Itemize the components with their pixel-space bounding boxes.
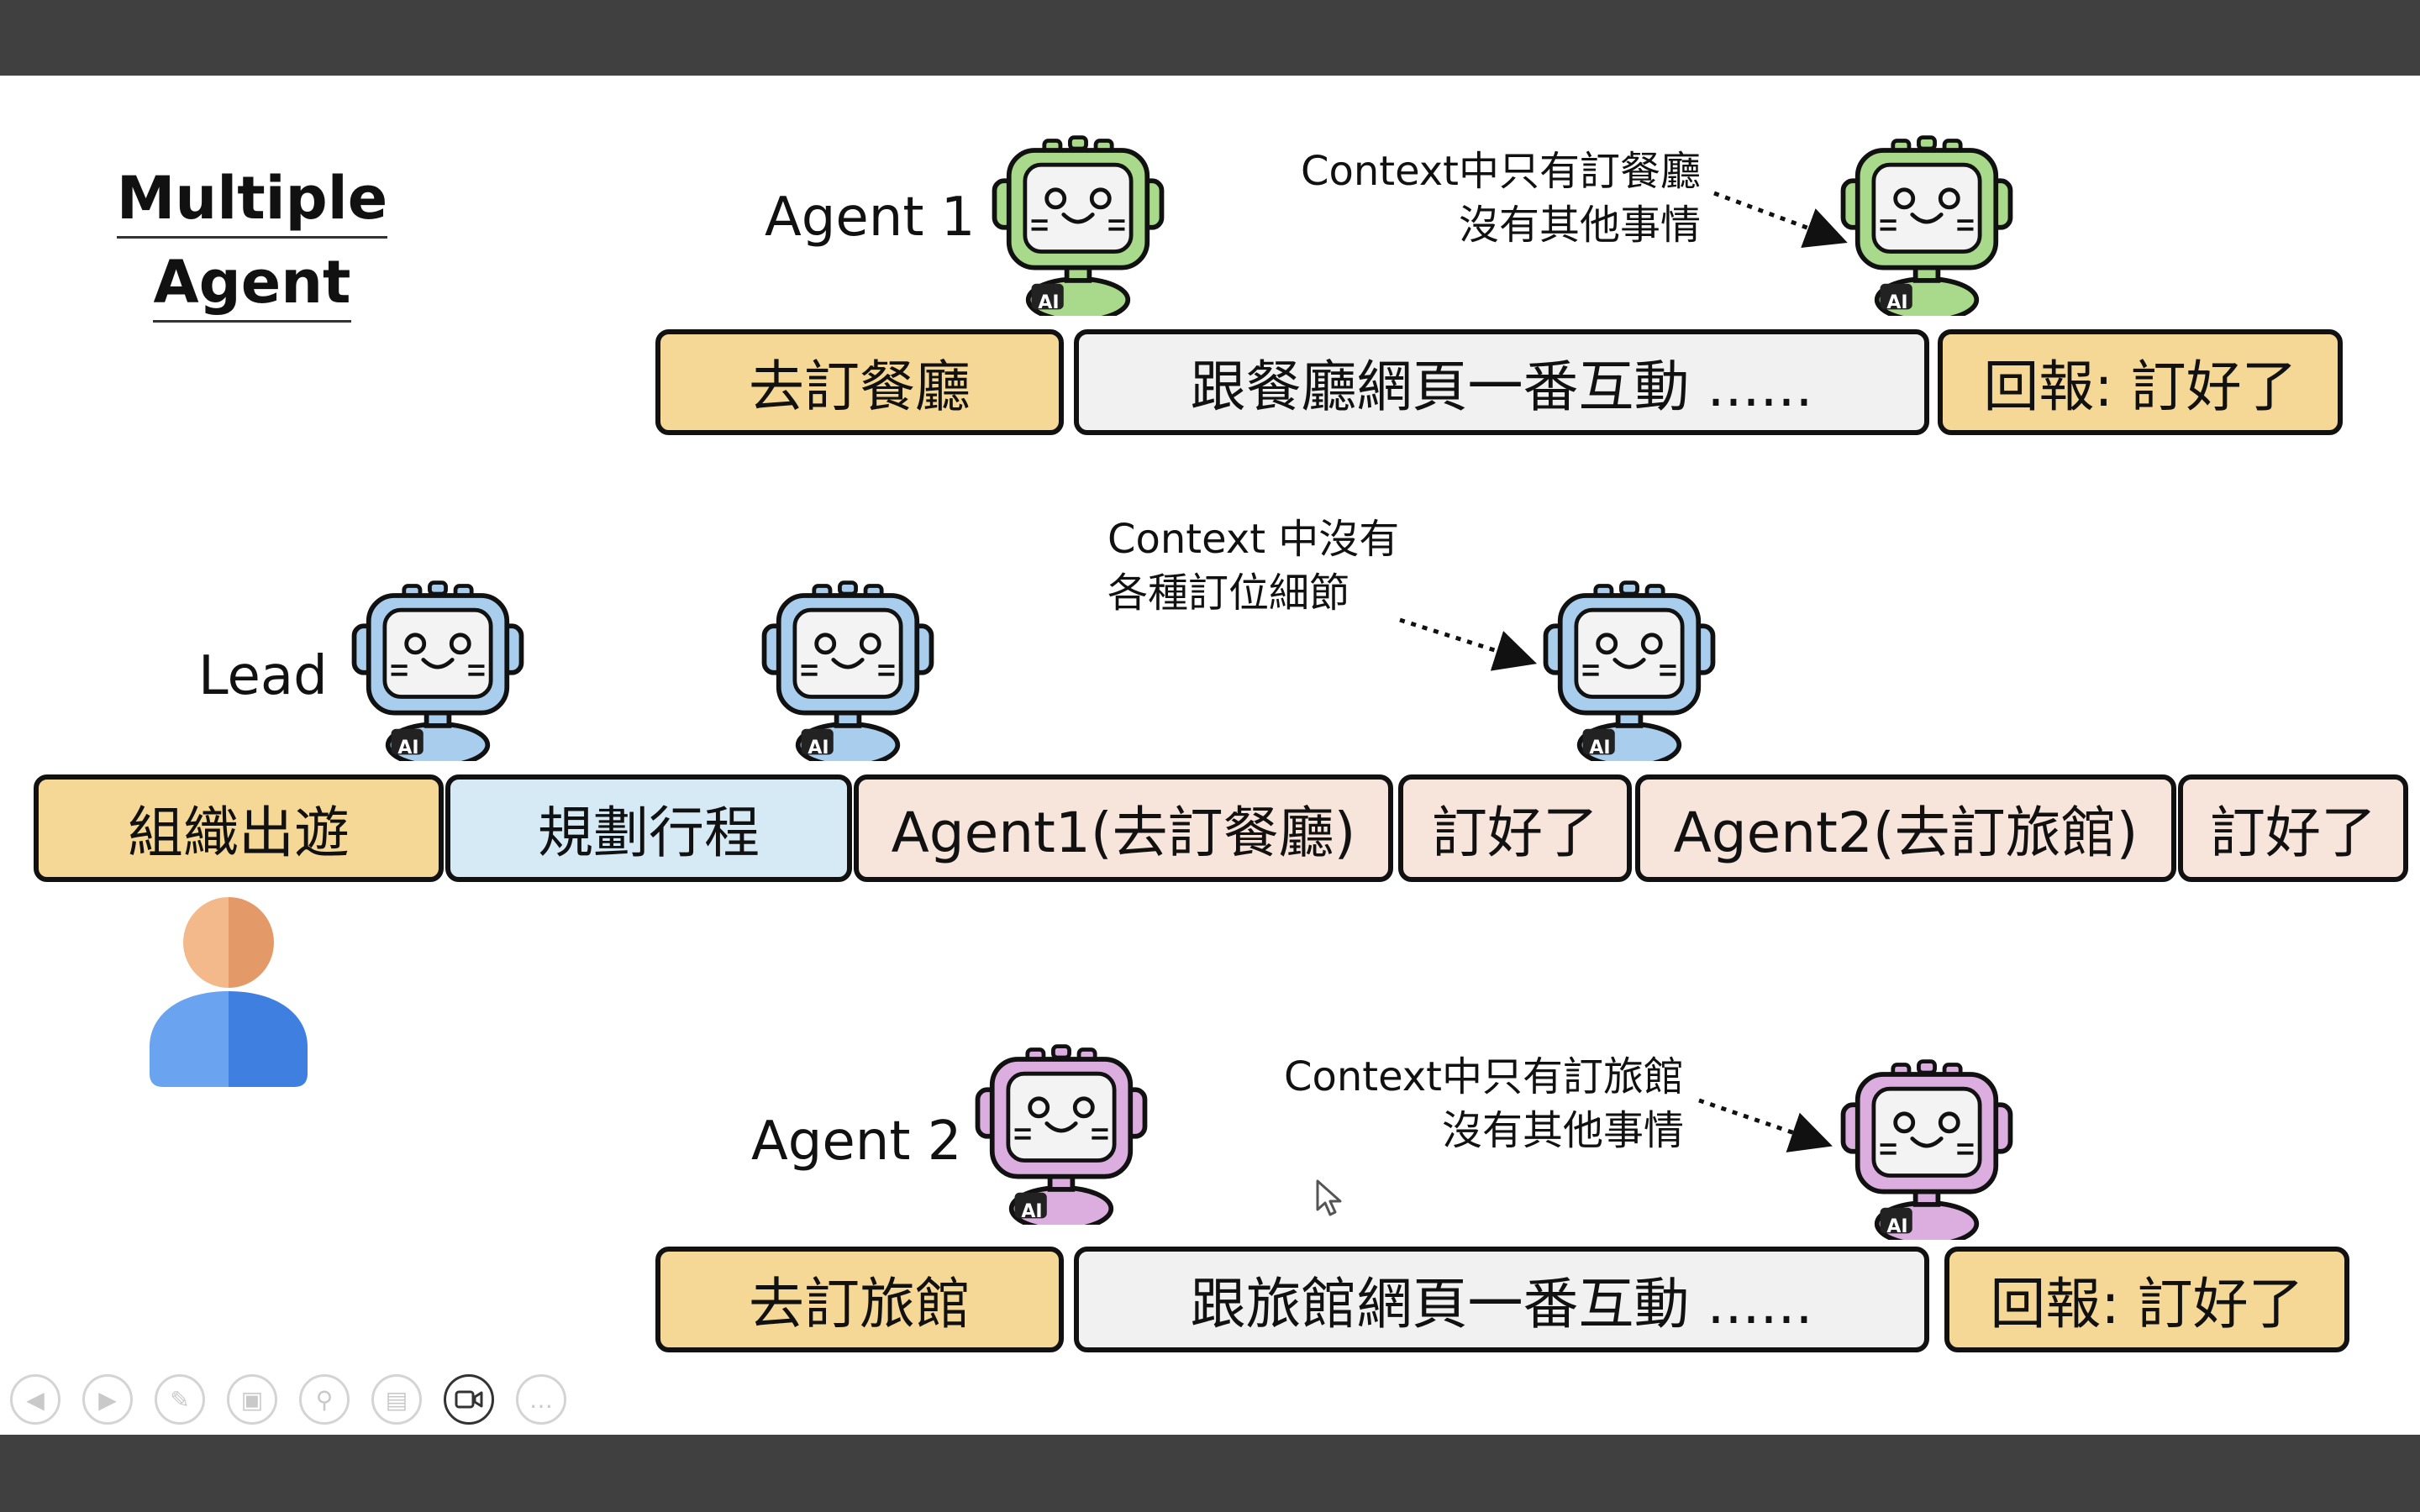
mouse-cursor-icon — [1316, 1179, 1342, 1216]
lead-delegate-agent2-box: Agent2(去訂旅館) — [1635, 774, 2176, 882]
agent2-note-line1: Context中只有訂旅館 — [1283, 1053, 1684, 1100]
lead-label: Lead — [198, 645, 328, 707]
zoom-icon[interactable]: ⚲ — [299, 1374, 350, 1425]
robot-ai-badge: AI — [1886, 292, 1908, 313]
robot-ai-badge: AI — [808, 738, 829, 759]
agent2-note-line2: 沒有其他事情 — [1441, 1107, 1684, 1154]
lead-agent2-done-box: 訂好了 — [2178, 774, 2408, 882]
robot-ai-badge: AI — [397, 738, 419, 759]
next-icon[interactable]: ▶ — [82, 1374, 133, 1425]
agent2-report-box: 回報: 訂好了 — [1944, 1247, 2349, 1352]
title-line-2: Agent — [153, 244, 351, 323]
slides-icon[interactable]: ▣ — [227, 1374, 277, 1425]
subtitle-icon[interactable]: ▤ — [371, 1374, 422, 1425]
lead-agent1-done-box: 訂好了 — [1398, 774, 1632, 882]
presentation-top-bar — [0, 0, 2420, 76]
robot-ai-badge: AI — [1021, 1201, 1043, 1222]
video-camera-glyph — [455, 1390, 483, 1409]
slide-title: Multiple Agent — [101, 156, 403, 324]
lead-organize-box: 組織出遊 — [34, 774, 444, 882]
lead-delegate-agent1-box: Agent1(去訂餐廳) — [854, 774, 1393, 882]
camera-icon[interactable] — [444, 1374, 494, 1425]
more-icon[interactable]: … — [516, 1374, 566, 1425]
robot-ai-badge: AI — [1038, 292, 1060, 313]
agent2-robot-end-icon: AI — [1837, 1055, 2017, 1243]
lead-plan-box: 規劃行程 — [445, 774, 852, 882]
lead-note-arrow — [1399, 617, 1538, 671]
agent1-robot-end-icon: AI — [1837, 131, 2017, 319]
agent2-note-arrow — [1698, 1098, 1833, 1152]
lead-note-line2: 各種訂位細節 — [1107, 570, 1350, 617]
user-person-icon — [150, 897, 308, 1087]
title-line-1: Multiple — [116, 160, 388, 239]
agent1-interaction-box: 跟餐廳網頁一番互動 ...... — [1074, 329, 1929, 435]
agent1-robot-icon: AI — [988, 131, 1168, 319]
lead-context-note: Context 中沒有 各種訂位細節 — [1107, 512, 1399, 620]
agent1-note-arrow — [1713, 191, 1848, 248]
agent1-task-box: 去訂餐廳 — [655, 329, 1064, 435]
agent2-label: Agent 2 — [751, 1110, 962, 1173]
agent1-note-line1: Context中只有訂餐廳 — [1300, 148, 1701, 195]
presentation-bottom-bar — [0, 1435, 2420, 1512]
agent2-interaction-box: 跟旅館網頁一番互動 ...... — [1074, 1247, 1929, 1352]
agent1-report-box: 回報: 訂好了 — [1938, 329, 2343, 435]
robot-ai-badge: AI — [1589, 738, 1611, 759]
agent2-task-box: 去訂旅館 — [655, 1247, 1064, 1352]
robot-ai-badge: AI — [1886, 1216, 1908, 1237]
lead-robot-icon: AI — [348, 576, 528, 764]
lead-note-line1: Context 中沒有 — [1107, 516, 1400, 563]
pen-icon[interactable]: ✎ — [155, 1374, 205, 1425]
agent1-note-line2: 沒有其他事情 — [1458, 202, 1701, 249]
agent2-robot-icon: AI — [971, 1040, 1151, 1228]
lead-robot-end-icon: AI — [1539, 576, 1719, 764]
lead-robot-plan-icon: AI — [758, 576, 938, 764]
agent1-context-note: Context中只有訂餐廳 沒有其他事情 — [1260, 144, 1701, 252]
agent1-label: Agent 1 — [765, 186, 976, 249]
agent2-context-note: Context中只有訂旅館 沒有其他事情 — [1244, 1050, 1684, 1158]
prev-icon[interactable]: ◀ — [10, 1374, 60, 1425]
